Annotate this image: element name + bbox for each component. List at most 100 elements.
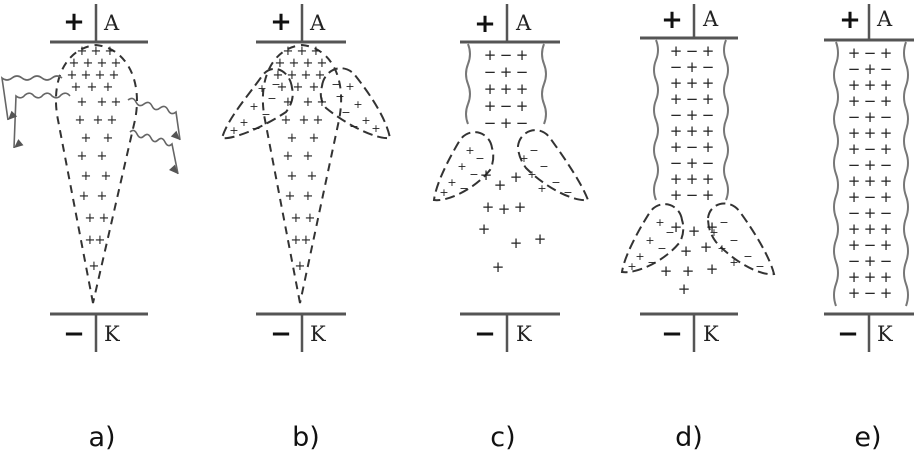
positive-charge: + — [655, 216, 664, 229]
negative-charge: − — [864, 92, 877, 110]
negative-charge: − — [702, 58, 715, 76]
positive-ion: + — [494, 176, 507, 194]
positive-ion: + — [317, 56, 328, 71]
negative-charge: − — [848, 156, 861, 174]
positive-ion: + — [301, 233, 312, 248]
negative-charge: − — [349, 120, 358, 133]
negative-charge: − — [657, 242, 666, 255]
positive-ion: + — [71, 80, 82, 95]
positive-ion: + — [85, 233, 96, 248]
positive-ion: + — [317, 95, 328, 110]
positive-ion: + — [295, 259, 306, 274]
positive-ion: + — [101, 169, 112, 184]
positive-charge: + — [864, 60, 877, 78]
positive-charge: + — [537, 182, 546, 195]
cathode-sign: − — [837, 319, 859, 349]
anode-sign: + — [474, 9, 496, 39]
negative-charge: − — [864, 236, 877, 254]
positive-ion: + — [299, 113, 310, 128]
positive-charge: + — [645, 234, 654, 247]
positive-charge: + — [516, 46, 529, 64]
positive-charge: + — [527, 168, 536, 181]
positive-ion: + — [534, 230, 547, 248]
positive-ion-cloud: +++++++++++++++++++++++++++++++++ — [273, 44, 328, 274]
positive-ion: + — [79, 189, 90, 204]
negative-charge: − — [341, 106, 350, 119]
negative-charge: − — [729, 234, 738, 247]
positive-charge: + — [848, 44, 861, 62]
negative-charge: − — [686, 90, 699, 108]
avalanche-charges: +−+−+−+−+−+−+− — [627, 216, 764, 273]
positive-ion: + — [303, 95, 314, 110]
secondary-avalanche-right — [319, 67, 392, 140]
positive-charge: + — [880, 220, 893, 238]
streamer-channel-left-wall — [465, 43, 471, 125]
anode-sign: + — [270, 7, 292, 37]
positive-charge: + — [686, 170, 699, 188]
positive-charge: + — [670, 186, 683, 204]
positive-charge: + — [361, 114, 370, 127]
streamer-channel-left-wall — [833, 41, 839, 307]
positive-ion: + — [95, 68, 106, 83]
positive-charge: + — [848, 284, 861, 302]
positive-charge: + — [484, 97, 497, 115]
positive-charge: + — [848, 92, 861, 110]
positive-charge: + — [880, 236, 893, 254]
positive-ion: + — [313, 113, 324, 128]
positive-ion: + — [103, 80, 114, 95]
anode-sign: + — [839, 5, 861, 35]
negative-charge: − — [459, 182, 468, 195]
arrowhead-icon — [170, 130, 180, 140]
positive-ion: + — [305, 211, 316, 226]
positive-ion: + — [285, 189, 296, 204]
cathode-label: K — [104, 322, 120, 346]
positive-ion: + — [105, 44, 116, 59]
positive-charge: + — [864, 124, 877, 142]
streamer-tip-ions: ++++++++++ — [478, 166, 547, 276]
positive-ion: + — [89, 259, 100, 274]
positive-charge: + — [848, 236, 861, 254]
positive-charge: + — [848, 124, 861, 142]
positive-ion: + — [85, 211, 96, 226]
avalanche-charges: +−+−+−+−+−+−+− — [439, 144, 572, 199]
negative-charge: − — [500, 46, 513, 64]
negative-charge: − — [719, 216, 728, 229]
positive-charge: + — [670, 138, 683, 156]
streamer-charges: +−+−+−++++−+−+−++++−+−+−++++−+ — [670, 42, 715, 204]
cathode-sign: − — [661, 319, 683, 349]
negative-charge: − — [551, 176, 560, 189]
negative-charge: − — [475, 152, 484, 165]
anode-electrode: + A — [256, 4, 346, 44]
positive-charge: + — [848, 140, 861, 158]
anode-label: A — [309, 11, 326, 35]
positive-charge: + — [880, 268, 893, 286]
negative-charge: − — [880, 204, 893, 222]
positive-charge: + — [848, 268, 861, 286]
positive-charge: + — [516, 80, 529, 98]
negative-charge: − — [670, 154, 683, 172]
panel-label: d) — [675, 422, 703, 453]
positive-charge: + — [702, 138, 715, 156]
panel-label: b) — [292, 422, 320, 453]
positive-ion: + — [283, 149, 294, 164]
streamer-channel-right-wall — [541, 43, 547, 125]
negative-charge: − — [686, 138, 699, 156]
positive-ion: + — [81, 68, 92, 83]
positive-ion: + — [660, 262, 673, 280]
positive-charge: + — [864, 268, 877, 286]
positive-charge: + — [880, 92, 893, 110]
positive-ion: + — [93, 113, 104, 128]
positive-charge: + — [239, 116, 248, 129]
positive-charge: + — [848, 172, 861, 190]
negative-charge: − — [251, 122, 260, 135]
panel-b: + A − K ++++++++++++++++++++++++++++++++… — [220, 4, 392, 352]
positive-charge: + — [257, 82, 266, 95]
positive-ion: + — [510, 168, 523, 186]
negative-charge: − — [864, 284, 877, 302]
cathode-electrode: − K — [256, 312, 346, 352]
panel-c: + A − K +−+−+−++++−+−+− ++++++++++ +−+−+… — [432, 4, 590, 352]
negative-charge: − — [529, 144, 538, 157]
positive-ion: + — [67, 68, 78, 83]
positive-ion: + — [480, 166, 493, 184]
positive-charge: + — [670, 42, 683, 60]
